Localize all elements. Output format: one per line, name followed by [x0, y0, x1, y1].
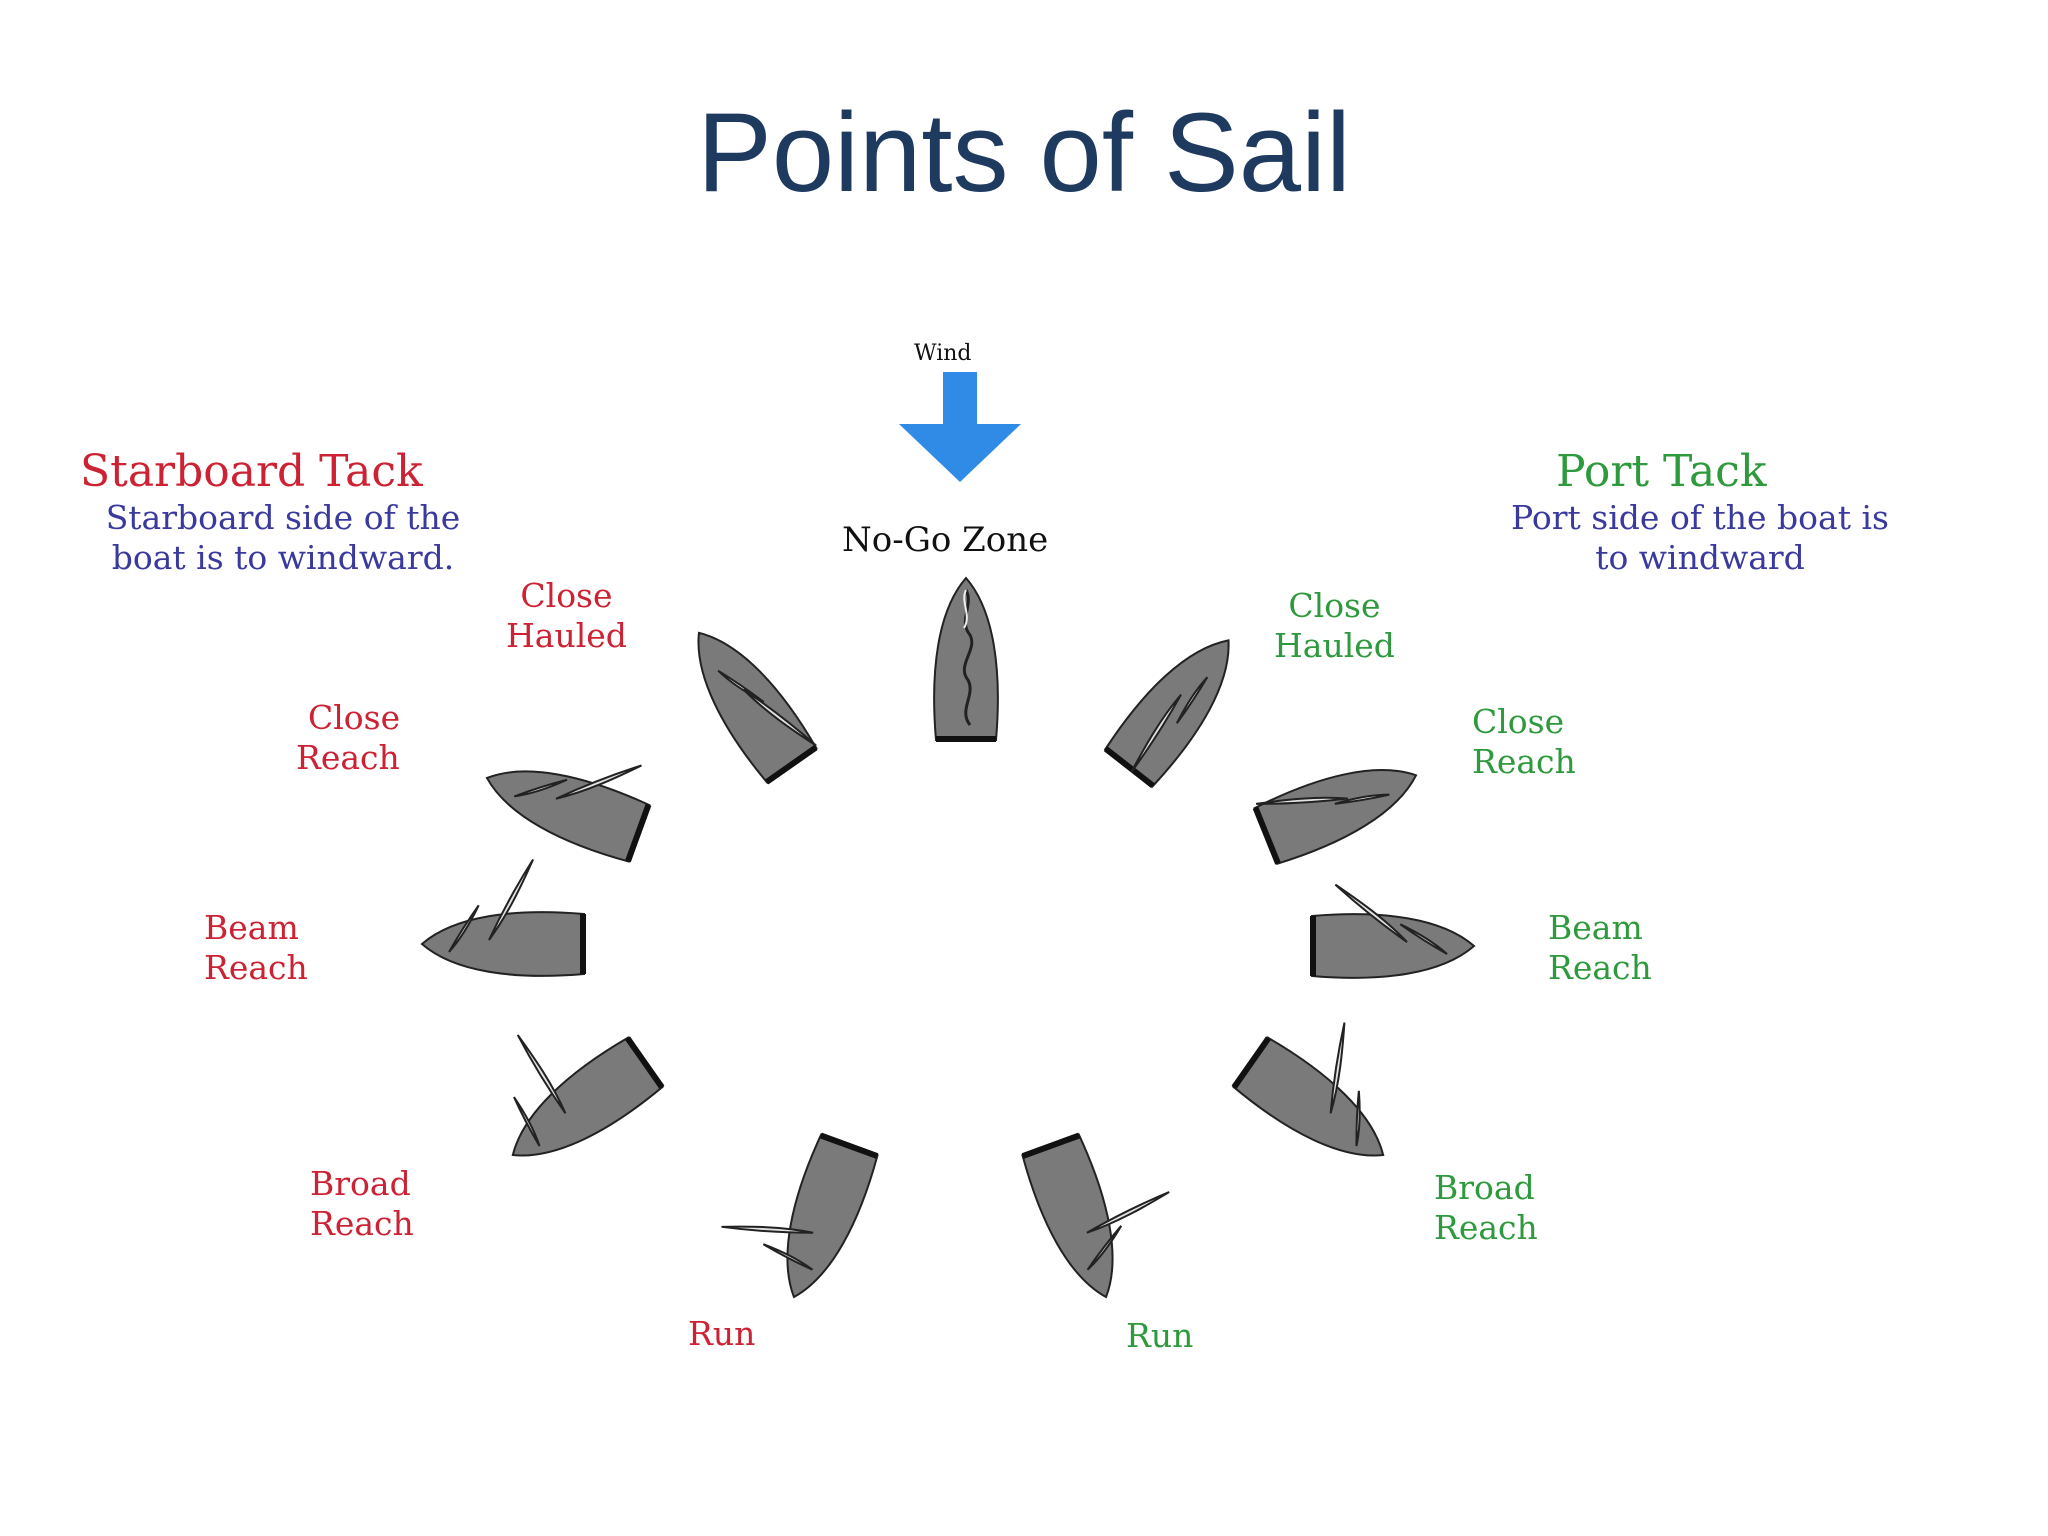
boat-starboard-close-reach [475, 747, 653, 865]
boat-starboard-broad-reach [493, 1027, 667, 1183]
port-description-line-1: Port side of the boat is [1511, 498, 1889, 537]
starboard-beam-reach-label: Beam Reach [204, 908, 308, 987]
port-tack-description: Port side of the boat is to windward [1430, 498, 1970, 578]
port-description-line-2: to windward [1595, 538, 1805, 577]
starboard-close-reach-label: Close Reach [296, 698, 401, 777]
boat-port-close-reach [1251, 744, 1429, 868]
wind-arrow-icon [899, 372, 1021, 482]
port-run-label: Run [1126, 1316, 1194, 1355]
starboard-close-hauled-label: Close Hauled [506, 576, 627, 655]
starboard-broad-reach-label: Broad Reach [310, 1164, 414, 1243]
wind-label: Wind [914, 341, 972, 366]
boat-starboard-run [720, 1131, 881, 1309]
port-tack-heading: Port Tack [1556, 446, 1767, 497]
boat-starboard-close-hauled [671, 613, 821, 787]
boat-port-run [1019, 1131, 1175, 1309]
page-title: Points of Sail [697, 90, 1351, 215]
boat-starboard-beam-reach [421, 858, 587, 977]
port-close-hauled-label: Close Hauled [1274, 586, 1395, 665]
port-close-reach-label: Close Reach [1472, 702, 1576, 781]
port-beam-reach-label: Beam Reach [1548, 908, 1652, 987]
starboard-tack-description: Starboard side of the boat is to windwar… [60, 498, 506, 578]
starboard-description-line-2: boat is to windward. [111, 538, 455, 577]
boat-port-broad-reach [1229, 1021, 1403, 1183]
no-go-zone-label: No-Go Zone [842, 520, 1049, 560]
starboard-description-line-1: Starboard side of the [105, 498, 461, 537]
port-broad-reach-label: Broad Reach [1434, 1168, 1538, 1247]
boat-port-close-hauled [1101, 619, 1255, 791]
starboard-run-label: Run [688, 1314, 756, 1353]
boat-no-go [933, 577, 999, 743]
boat-port-beam-reach [1309, 872, 1475, 979]
starboard-tack-heading: Starboard Tack [80, 446, 423, 497]
